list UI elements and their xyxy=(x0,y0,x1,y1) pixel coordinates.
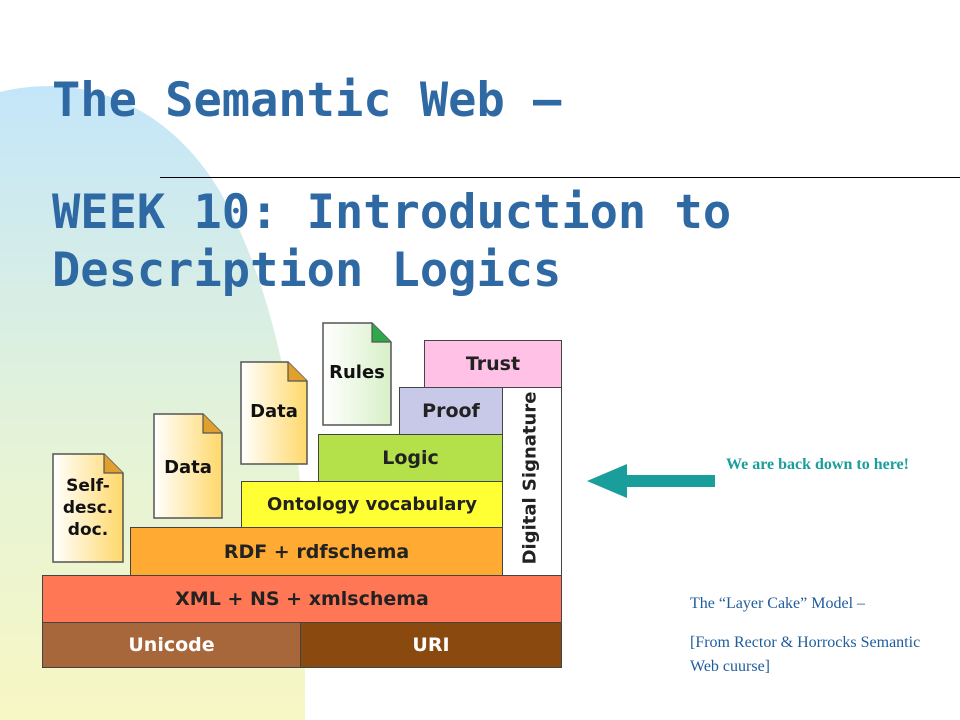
layer-rdf: RDF + rdfschema xyxy=(130,527,503,576)
digital-signature-label: Digital Signature xyxy=(519,391,541,565)
data-doc-1: Data xyxy=(153,413,223,519)
self-desc-doc: Self- desc. doc. xyxy=(52,453,124,563)
self-desc-line-2: desc. xyxy=(62,498,114,518)
data-doc-2: Data xyxy=(240,361,308,465)
data-doc-1-label: Data xyxy=(164,457,212,478)
layer-ontology: Ontology vocabulary xyxy=(241,481,503,528)
layer-proof: Proof xyxy=(399,387,503,435)
self-desc-line-1: Self- xyxy=(66,476,110,496)
slide-title-line-3: Description Logics xyxy=(52,243,562,298)
layer-trust: Trust xyxy=(424,340,562,388)
rules-doc: Rules xyxy=(322,322,392,426)
source-citation: [From Rector & Horrocks Semantic Web cuu… xyxy=(690,634,921,675)
data-doc-2-label: Data xyxy=(250,401,298,422)
pointer-note: We are back down to here! xyxy=(726,456,909,473)
layer-unicode: Unicode xyxy=(42,622,301,668)
self-desc-label: Self- desc. doc. xyxy=(52,475,124,541)
slide-title-line-1: The Semantic Web – xyxy=(52,73,562,128)
title-divider xyxy=(160,177,960,178)
self-desc-line-3: doc. xyxy=(67,520,109,540)
layer-logic: Logic xyxy=(318,434,503,482)
layer-cake-caption: The “Layer Cake” Model – xyxy=(690,595,866,612)
layer-xml: XML + NS + xmlschema xyxy=(42,575,562,623)
slide-title-line-2: WEEK 10: Introduction to xyxy=(52,185,732,240)
rules-doc-label: Rules xyxy=(329,362,385,383)
arrow-left-icon xyxy=(587,464,715,498)
layer-digital-signature xyxy=(502,387,562,576)
layer-uri: URI xyxy=(300,622,562,668)
